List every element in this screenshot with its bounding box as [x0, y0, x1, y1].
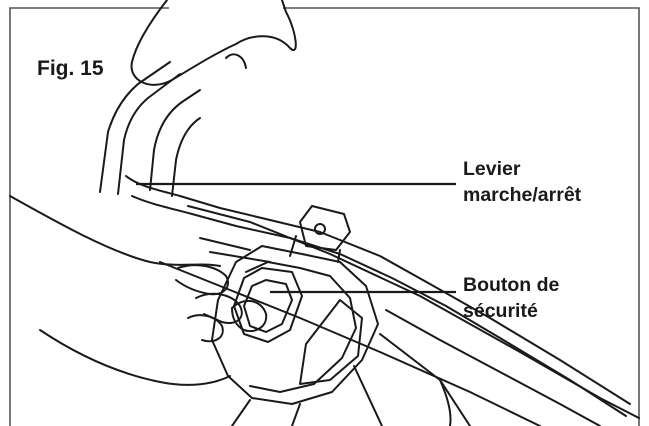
glove-knuckle [225, 53, 247, 69]
operator-finger-2 [195, 292, 243, 324]
figure-number: Fig. 15 [37, 57, 104, 80]
handle-bar-outer [99, 61, 181, 195]
handle-rail-lower [159, 261, 541, 426]
callout-safety-button: Bouton de sécurité [463, 272, 559, 324]
callout-line: Levier [463, 158, 521, 180]
mounting-bracket [299, 205, 351, 251]
housing-window [299, 299, 363, 385]
bracket-screw [314, 223, 326, 235]
handle-bar-inner [149, 89, 201, 197]
callout-line: sécurité [463, 300, 538, 322]
callout-line: marche/arrêt [463, 184, 582, 206]
figure-frame [9, 7, 640, 426]
safety-button [233, 267, 303, 343]
upper-glove [130, 0, 297, 86]
control-housing [211, 245, 379, 405]
callout-on-off-lever: Levier marche/arrêt [463, 156, 581, 208]
operator-finger-1 [175, 264, 229, 296]
on-off-lever [125, 175, 631, 405]
callout-line: Bouton de [463, 274, 560, 296]
operator-thumb [231, 299, 268, 332]
handle-rail-upper [187, 205, 640, 419]
